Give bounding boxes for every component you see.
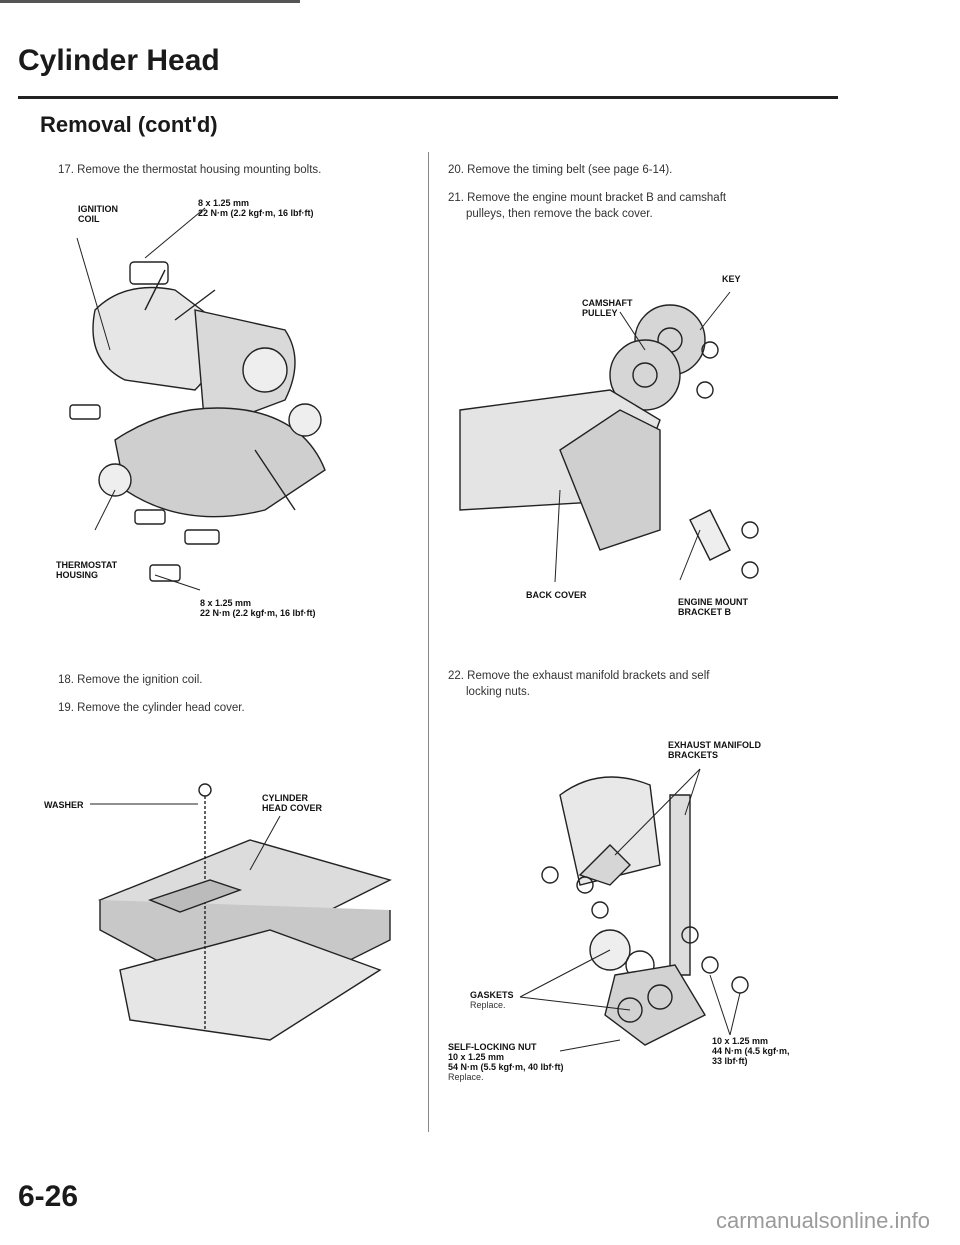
camshaft-pulley-illustration [459,291,759,583]
camshaft-pulley-label: CAMSHAFT PULLEY [582,298,633,318]
step-17: 17. Remove the thermostat housing mounti… [58,164,322,176]
step-20: 20. Remove the timing belt (see page 6-1… [448,164,673,176]
step-18: 18. Remove the ignition coil. [58,674,203,686]
thermostat-housing-illustration [69,207,326,591]
page-title: Cylinder Head [18,44,220,77]
exhaust-brackets-label: EXHAUST MANIFOLD BRACKETS [668,740,761,760]
washer-label: WASHER [44,800,84,810]
title-rule [18,96,838,99]
step-21-line-1: 21. Remove the engine mount bracket B an… [448,192,727,204]
torque-top-label: 8 x 1.25 mm 22 N·m (2.2 kgf·m, 16 lbf·ft… [198,198,314,218]
thermostat-housing-label: THERMOSTAT HOUSING [56,560,118,580]
footer-watermark: carmanualsonline.info [715,1208,930,1233]
step-22-line-1: 22. Remove the exhaust manifold brackets… [448,670,710,682]
gaskets-label: GASKETS [470,990,514,1000]
bolt-torque-label: 10 x 1.25 mm 44 N·m (4.5 kgf·m, 33 lbf·f… [712,1036,790,1066]
column-divider [428,152,429,1132]
cylinder-head-cover-label: CYLINDER HEAD COVER [262,793,323,813]
step-19: 19. Remove the cylinder head cover. [58,702,245,714]
step-21-line-2: pulleys, then remove the back cover. [466,208,653,220]
torque-bottom-label: 8 x 1.25 mm 22 N·m (2.2 kgf·m, 16 lbf·ft… [200,598,316,618]
back-cover-label: BACK COVER [526,590,587,600]
step-22-line-2: locking nuts. [466,686,530,698]
exhaust-manifold-illustration [519,768,749,1052]
key-label: KEY [722,274,741,284]
page-number: 6-26 [18,1180,79,1213]
section-title: Removal (cont'd) [40,112,218,137]
gaskets-note: Replace. [470,1000,506,1010]
self-locking-nut-label: SELF-LOCKING NUT 10 x 1.25 mm 54 N·m (5.… [448,1042,564,1072]
cylinder-head-cover-illustration [90,783,392,1041]
ignition-coil-label: IGNITION COIL [78,204,118,224]
nut-note: Replace. [448,1072,484,1082]
engine-mount-label: ENGINE MOUNT BRACKET B [678,597,749,617]
top-rule [0,0,300,3]
